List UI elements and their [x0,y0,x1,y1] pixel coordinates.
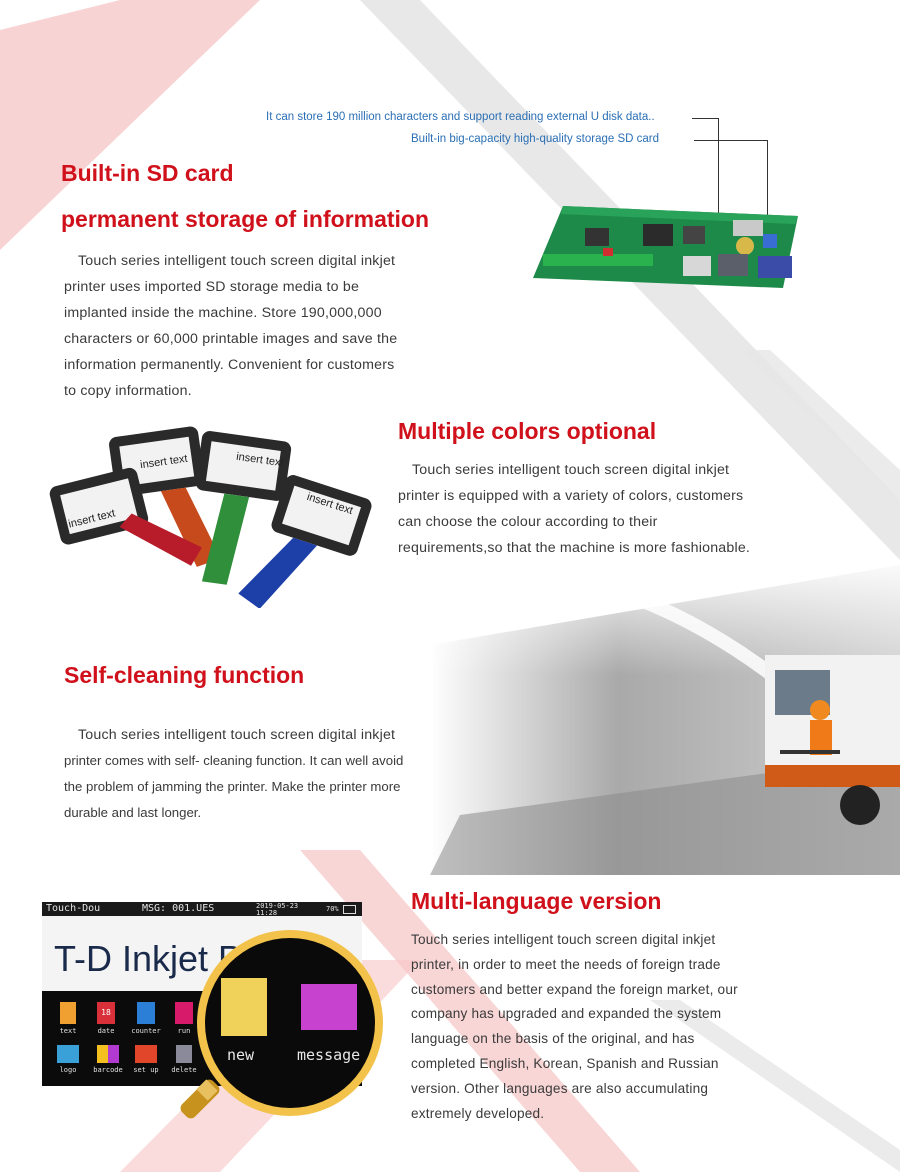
colors-paragraph: Touch series intelligent touch screen di… [398,457,798,561]
text-line: version. Other languages are also accumu… [411,1080,709,1096]
colors-title: Multiple colors optional [398,418,657,444]
text-line: language on the basis of the original, a… [411,1031,695,1047]
barcode-icon [97,1045,119,1063]
callout-line [767,140,768,236]
lens-label-new: new [227,1046,255,1064]
text-icon [60,1002,76,1024]
screen-icon-run: run [170,1002,198,1035]
screen-icon-label: counter [131,1027,161,1035]
lens-label-message: message [297,1046,361,1064]
storage-title-1: Built-in SD card [61,160,234,186]
battery-icon [343,905,356,914]
folder-icon [301,984,357,1030]
pcb-board-image [533,206,798,288]
text-line: company has upgraded and expanded the sy… [411,1006,722,1022]
text-line: requirements,so that the machine is more… [398,540,751,556]
trash-icon [176,1045,192,1063]
magnifier-handle [180,1079,220,1119]
screen-icon-label: delete [171,1066,197,1074]
text-line: characters or 60,000 printable images an… [64,331,398,347]
text-line: implanted inside the machine. Store 190,… [64,305,382,321]
text-line: the problem of jamming the printer. Make… [64,779,401,794]
callout-line [692,118,718,119]
screen-top-bar: Touch-Dou MSG: 001.UES 2019-05-23 11:28 … [42,902,362,917]
text-line: printer is equipped with a variety of co… [398,488,744,504]
screen-icon-label: date [97,1027,115,1035]
text-line: Touch series intelligent touch screen di… [412,462,730,478]
storage-paragraph: Touch series intelligent touch screen di… [64,248,444,404]
screen-msg: MSG: 001.UES [142,903,215,914]
text-line: to copy information. [64,383,192,399]
storage-title-2: permanent storage of information [61,206,430,232]
screen-icon-date: 18 date [92,1002,120,1035]
storage-note-2: Built-in big-capacity high-quality stora… [411,133,660,145]
screen-icon-label: run [177,1027,191,1035]
image-icon [57,1045,79,1063]
tunnel-cleaning-truck-image [430,565,900,875]
text-line: can choose the colour according to their [398,514,658,530]
text-line: information permanently. Convenient for … [64,357,395,373]
power-icon [175,1002,193,1024]
screen-icon-label: text [59,1027,77,1035]
screen-icon-label: logo [59,1066,77,1074]
text-line: completed English, Korean, Spanish and R… [411,1055,719,1071]
text-line: Touch series intelligent touch screen di… [78,253,396,269]
new-icon [221,978,267,1036]
lens-view: new message [205,938,375,1108]
screen-time: 11:28 [256,909,278,917]
text-line: Touch series intelligent touch screen di… [78,727,396,743]
magnifier-lens: new message [197,930,383,1116]
text-line: printer comes with self- cleaning functi… [64,753,404,768]
language-title: Multi-language version [411,888,662,914]
storage-note-1: It can store 190 million characters and … [266,111,655,123]
text-line: printer uses imported SD storage media t… [64,279,360,295]
screen-date: 2019-05-23 [256,902,299,910]
cleaning-title: Self-cleaning function [64,662,305,688]
cleaning-paragraph: Touch series intelligent touch screen di… [64,722,444,826]
callout-line [694,140,768,141]
counter-icon [137,1002,155,1024]
gear-icon [135,1045,157,1063]
screen-icon-label: set up [133,1066,159,1074]
calendar-icon: 18 [97,1002,115,1024]
text-line: Touch series intelligent touch screen di… [411,932,716,947]
text-line: extremely developed. [411,1105,545,1121]
screen-icon-label: barcode [93,1066,123,1074]
screen-icon-logo: logo [54,1045,82,1074]
screen-icon-setup: set up [130,1045,162,1074]
callout-line [718,118,719,216]
language-paragraph: Touch series intelligent touch screen di… [411,928,831,1126]
screen-battery: 70% [326,905,339,913]
printers-illustration [49,426,372,609]
text-line: durable and last longer. [64,805,202,820]
screen-icon-delete: delete [168,1045,200,1074]
screen-icon-text: text [54,1002,82,1035]
screen-app-name: Touch-Dou [46,903,101,914]
handheld-printers-image: insert text insert text insert text inse… [38,418,388,609]
text-line: printer, in order to meet the needs of f… [411,956,721,972]
screen-icon-counter: counter [130,1002,162,1035]
screen-icon-barcode: barcode [90,1045,126,1074]
text-line: customers and better expand the foreign … [411,981,738,997]
